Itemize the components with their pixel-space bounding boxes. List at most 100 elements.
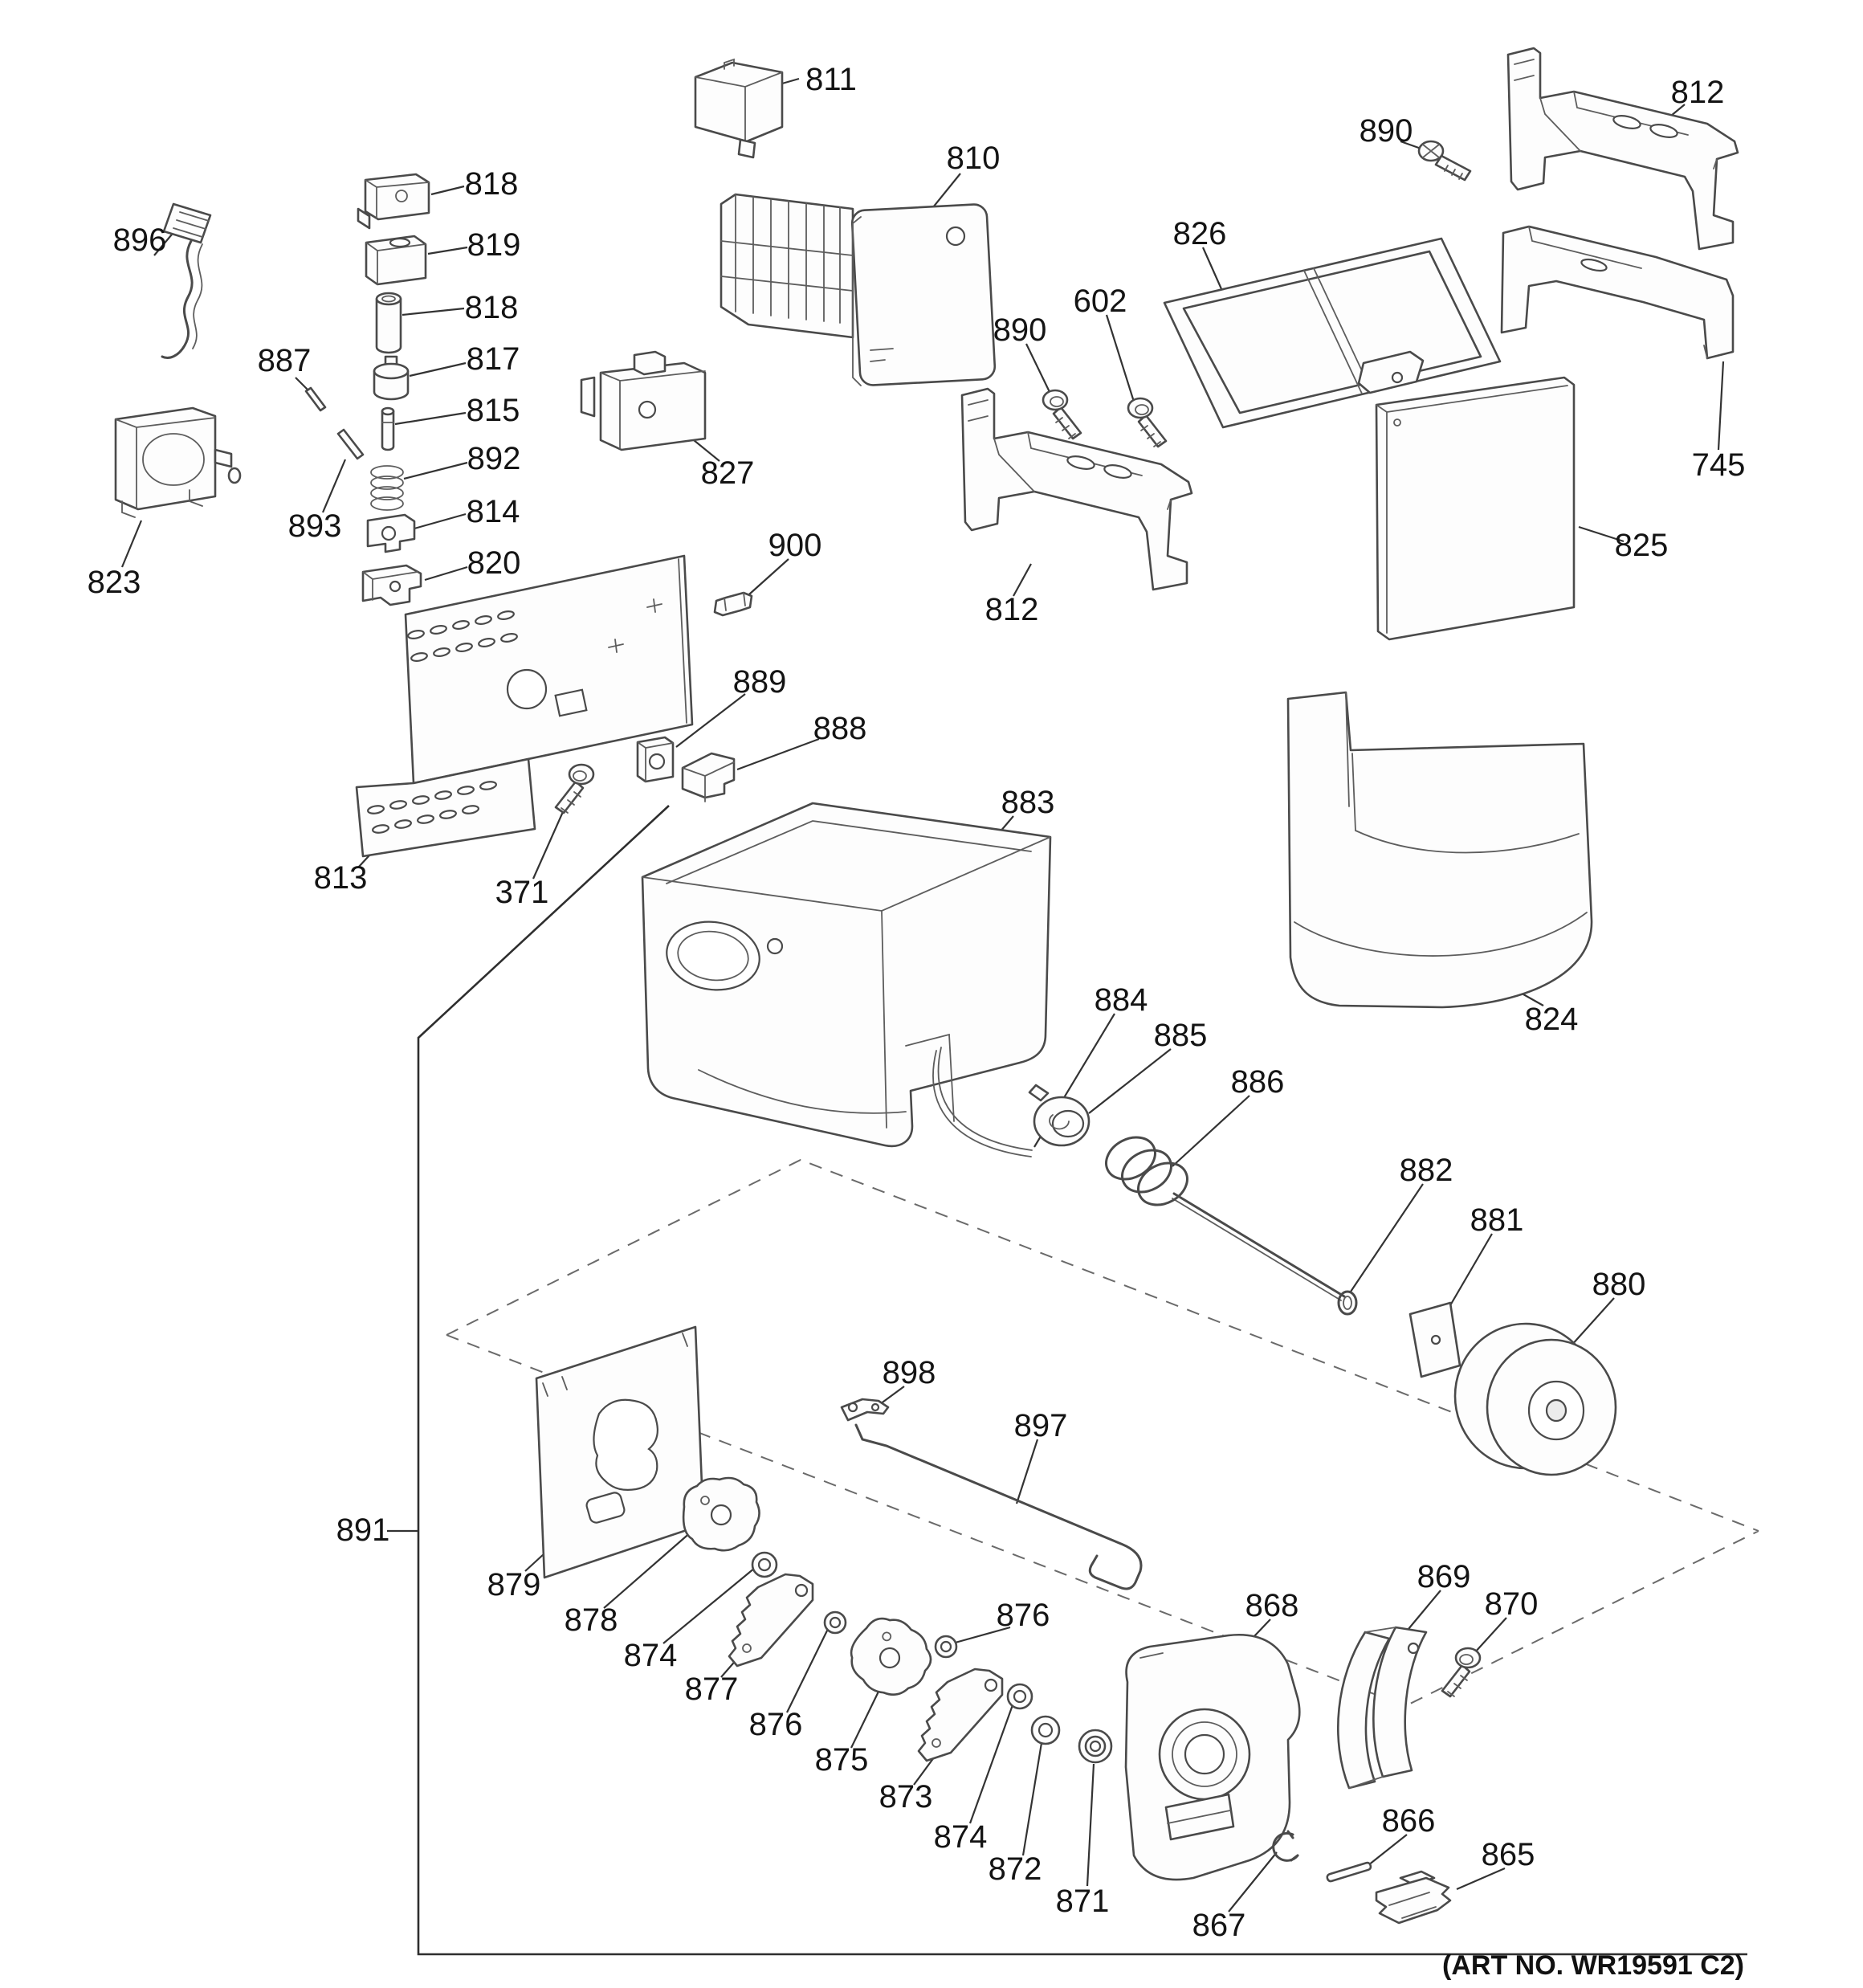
part-888-bracket (681, 752, 736, 802)
part-810-ice-maker (720, 193, 997, 386)
callout-884: 884 (1095, 982, 1148, 1018)
part-823-motor (114, 406, 242, 518)
callout-880: 880 (1592, 1267, 1646, 1302)
part-827-module (580, 350, 707, 451)
callout-888: 888 (813, 711, 867, 746)
part-883-bucket (641, 802, 1052, 1148)
group-891-boundary (417, 805, 1747, 1956)
callout-layer: 8118108188198188178158928148208968878938… (88, 62, 1746, 1943)
callout-882: 882 (1400, 1153, 1453, 1188)
callout-892: 892 (467, 441, 521, 476)
callout-825: 825 (1615, 528, 1669, 563)
callout-745: 745 (1692, 447, 1746, 483)
callout-890-right: 890 (1360, 113, 1413, 149)
callout-812-top: 812 (1671, 75, 1725, 110)
callout-810: 810 (947, 141, 1001, 176)
part-896-harness (161, 202, 212, 359)
part-815-pin (381, 406, 395, 451)
callout-870: 870 (1485, 1586, 1539, 1622)
art-number: (ART NO. WR19591 C2) (1442, 1950, 1744, 1981)
callout-819: 819 (467, 227, 521, 263)
callout-881: 881 (1470, 1202, 1524, 1238)
part-818-sleeve (375, 292, 402, 354)
callout-827: 827 (701, 455, 755, 491)
callout-818-lower: 818 (465, 290, 519, 325)
callout-602: 602 (1074, 284, 1127, 319)
callout-874-right: 874 (934, 1819, 988, 1855)
part-818-solenoid (357, 173, 430, 230)
part-869-cam-bracket (1337, 1626, 1428, 1790)
callout-826: 826 (1173, 216, 1227, 251)
callout-815: 815 (467, 393, 520, 428)
part-825-panel (1375, 376, 1576, 641)
callout-877: 877 (685, 1672, 739, 1707)
part-876-ring-b (934, 1635, 958, 1659)
part-811-fill-cup (694, 58, 784, 159)
part-885-bushing (1028, 1084, 1090, 1147)
callout-371: 371 (495, 875, 549, 910)
callout-820: 820 (467, 545, 521, 581)
callout-876-right: 876 (997, 1598, 1050, 1633)
callout-865: 865 (1482, 1837, 1535, 1872)
part-893-pin (336, 428, 365, 460)
part-892-spring (370, 465, 404, 511)
part-871-grommet (1078, 1729, 1113, 1764)
callout-813: 813 (314, 860, 368, 896)
callout-896: 896 (113, 222, 167, 258)
callout-818-upper: 818 (465, 166, 519, 202)
callout-893: 893 (288, 508, 342, 544)
callout-871: 871 (1056, 1884, 1110, 1919)
part-884-wire (932, 1047, 1033, 1157)
part-876-ring-a (823, 1610, 847, 1635)
part-745-rail (1500, 225, 1735, 360)
part-890-screw-right (1417, 140, 1472, 182)
part-865-bracket (1375, 1870, 1452, 1925)
callout-887: 887 (258, 343, 312, 378)
callout-876-lower: 876 (749, 1707, 803, 1742)
callout-866: 866 (1382, 1803, 1436, 1839)
part-826-shelf-frame (1163, 237, 1502, 429)
callout-873: 873 (879, 1779, 933, 1815)
part-868-auger-motor (1124, 1633, 1301, 1881)
callout-900: 900 (768, 528, 822, 563)
part-886-auger (1105, 1136, 1346, 1301)
part-820-bracket (361, 564, 422, 606)
part-898-clip (840, 1398, 890, 1422)
callout-868: 868 (1245, 1588, 1299, 1623)
callout-814: 814 (467, 494, 520, 529)
callout-897: 897 (1014, 1408, 1068, 1443)
assembly-plane-dashed (446, 1158, 1759, 1708)
callout-890-mid: 890 (993, 312, 1047, 348)
part-880-drum (1453, 1322, 1617, 1476)
part-819-cube (365, 235, 427, 286)
callout-885: 885 (1154, 1018, 1208, 1053)
callout-869: 869 (1417, 1559, 1471, 1594)
part-867-eclip (1272, 1830, 1299, 1862)
part-900-fuse (713, 591, 753, 617)
callout-891: 891 (336, 1512, 390, 1548)
part-897-rod (854, 1423, 1143, 1590)
callout-824: 824 (1525, 1002, 1579, 1037)
part-882-oring (1337, 1290, 1358, 1316)
part-874-ring-a (751, 1551, 778, 1578)
part-824-cover (1286, 691, 1593, 1009)
part-866-pin (1326, 1861, 1372, 1883)
callout-875: 875 (815, 1742, 869, 1778)
part-874-ring-b (1006, 1683, 1033, 1710)
callout-811: 811 (805, 62, 857, 97)
callout-812-mid: 812 (985, 592, 1039, 627)
callout-867: 867 (1192, 1908, 1246, 1943)
callout-878: 878 (565, 1602, 618, 1638)
part-887-pin (304, 386, 327, 412)
callout-898: 898 (883, 1355, 936, 1390)
callout-883: 883 (1001, 785, 1055, 820)
part-881-wedge (1408, 1301, 1461, 1378)
part-889-switch (636, 736, 675, 783)
part-878-cam (682, 1476, 760, 1552)
part-813-plate (355, 554, 694, 858)
callout-886: 886 (1231, 1064, 1285, 1100)
part-872-ring (1030, 1715, 1061, 1745)
part-817-piston (373, 355, 410, 401)
callout-823: 823 (88, 565, 141, 600)
